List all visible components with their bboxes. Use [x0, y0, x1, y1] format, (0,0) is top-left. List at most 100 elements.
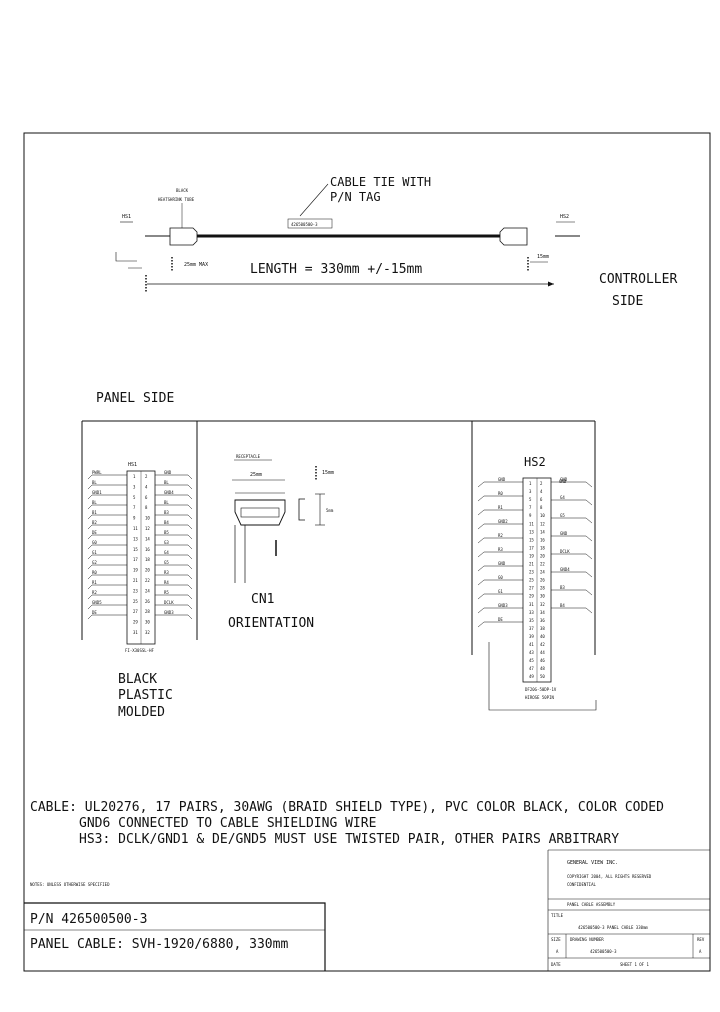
hs2-part-line-1: DF20G-50DP-1V — [525, 687, 557, 692]
hs2-pin-number: 14 — [540, 529, 545, 534]
hs2-pin-number: 11 — [529, 521, 534, 526]
material-label-3: MOLDED — [118, 705, 165, 720]
hs2-right-signal: GND4 — [560, 567, 570, 572]
hs1-right-signal: B4 — [164, 520, 169, 525]
hs1-right-wire — [155, 484, 193, 490]
notes-section: CABLE: UL20276, 17 PAIRS, 30AWG (BRAID S… — [30, 800, 664, 887]
hs2-right-wire — [551, 481, 593, 488]
hs1-left-signal: BL — [92, 500, 97, 505]
hs1-pin-number: 27 — [133, 609, 138, 614]
connector-left-label: HS1 — [122, 214, 131, 220]
hs1-pin-number: 8 — [145, 505, 148, 510]
note-line-3: HS3: DCLK/GND1 & DE/GND5 MUST USE TWISTE… — [79, 832, 619, 847]
hs2-pin-number: 39 — [529, 634, 534, 639]
hs1-left-wire — [87, 544, 127, 550]
hs2-left-signal: R1 — [498, 505, 503, 510]
hs2-left-signal: R3 — [498, 547, 503, 552]
date-label: DATE — [551, 962, 561, 967]
connector-right-label: HS2 — [560, 214, 569, 220]
hs1-left-wire — [87, 554, 127, 560]
hs1-right-wire — [155, 584, 193, 590]
hs2-left-wire — [477, 593, 523, 600]
hs2-left-signal: G0 — [498, 575, 503, 580]
hs1-right-signal: DCLK — [164, 600, 174, 605]
hs1-left-signal: G0 — [92, 540, 97, 545]
orientation-height-dim: 5mm — [326, 508, 334, 513]
heat-shrink-label-1: BLACK — [176, 188, 189, 193]
hs2-pin-number: 12 — [540, 521, 545, 526]
hs1-right-wire — [155, 534, 193, 540]
hs1-left-signal: R2 — [92, 590, 97, 595]
orientation-side-dim: 15mm — [322, 470, 334, 476]
hs1-wire-group: PWRLBLGND1BLB1B2DEG0G1G2R0R1R2GND5DEGNDB… — [87, 470, 193, 620]
hs1-pin-number: 7 — [133, 505, 136, 510]
hs2-pin-number: 33 — [529, 610, 534, 615]
rights-line-1: COPYRIGHT 2004, ALL RIGHTS RESERVED — [567, 874, 652, 879]
hs1-pin-number: 26 — [145, 599, 150, 604]
hs2-connector-label: HS2 — [524, 455, 546, 469]
hs1-pin-number: 32 — [145, 630, 150, 635]
hs1-left-signal: DE — [92, 530, 97, 535]
hs2-pin-number: 10 — [540, 513, 545, 518]
hs2-pin-number: 6 — [540, 497, 543, 502]
rights-line-2: CONFIDENTIAL — [567, 882, 596, 887]
material-label-1: BLACK — [118, 672, 157, 687]
title-field-label: TITLE — [551, 913, 564, 918]
hs1-pin-number: 2 — [145, 474, 148, 479]
size-label: SIZE — [551, 937, 561, 942]
hs1-right-wire — [155, 474, 193, 480]
hs1-right-wire — [155, 494, 193, 500]
hs2-pin-number: 16 — [540, 537, 545, 542]
hs1-pin-number: 25 — [133, 599, 138, 604]
hs2-left-signal: G1 — [498, 589, 503, 594]
hs1-right-signal: GND3 — [164, 610, 174, 615]
hs2-pin-number: 20 — [540, 553, 545, 558]
hs1-pin-number: 22 — [145, 578, 150, 583]
hs2-right-wire — [551, 589, 593, 596]
left-dim-label: 25mm MAX — [184, 262, 208, 268]
hs1-right-signal: GND4 — [164, 490, 174, 495]
hs1-left-signal: GND1 — [92, 490, 102, 495]
hs2-pin-number: 24 — [540, 570, 545, 575]
hs1-left-wire — [87, 594, 127, 600]
drawing-number-value: 426500500-3 — [590, 949, 617, 954]
hs2-left-signal: R0 — [498, 491, 503, 496]
hs2-left-signal: GND3 — [498, 603, 508, 608]
hs1-right-wire — [155, 504, 193, 510]
hs1-pin-number: 14 — [145, 536, 150, 541]
hs2-left-wire — [477, 551, 523, 558]
company-name: GENERAL VIEW INC. — [567, 860, 618, 866]
hs1-left-signal: GND5 — [92, 600, 102, 605]
hs2-left-signal: GND2 — [498, 519, 508, 524]
hs1-left-wire — [87, 504, 127, 510]
length-label: LENGTH = 330mm +/-15mm — [250, 262, 422, 277]
note-line-2: GND6 CONNECTED TO CABLE SHIELDING WIRE — [79, 816, 376, 831]
hs1-right-wire — [155, 614, 193, 620]
hs2-pin-number: 7 — [529, 505, 532, 510]
hs2-right-wire — [551, 499, 593, 506]
hs1-right-wire — [155, 514, 193, 520]
hs2-pin-number: 8 — [540, 505, 543, 510]
tag-label: 426500500-3 — [291, 222, 318, 227]
hs1-pin-number: 1 — [133, 474, 136, 479]
material-label-2: PLASTIC — [118, 688, 173, 703]
hs1-right-signal: G4 — [164, 550, 169, 555]
right-dim-label: 15mm — [537, 254, 549, 260]
hs2-pin-number: 4 — [540, 489, 543, 494]
drawing-frame — [23, 132, 711, 972]
sheet-label: SHEET 1 OF 1 — [620, 962, 649, 967]
hs1-pin-number: 21 — [133, 578, 138, 583]
hs1-left-wire — [87, 474, 127, 480]
orientation-title-1: CN1 — [251, 592, 274, 607]
hs2-left-wire — [477, 607, 523, 614]
hs1-left-wire — [87, 514, 127, 520]
rev-value: A — [699, 949, 702, 954]
hs1-pin-number: 28 — [145, 609, 150, 614]
hs1-pin-number: 6 — [145, 495, 148, 500]
hs1-right-wire — [155, 604, 193, 610]
hs2-pin-number: 29 — [529, 594, 534, 599]
hs2-pin-number: 43 — [529, 650, 534, 655]
hs1-left-signal: B2 — [92, 520, 97, 525]
